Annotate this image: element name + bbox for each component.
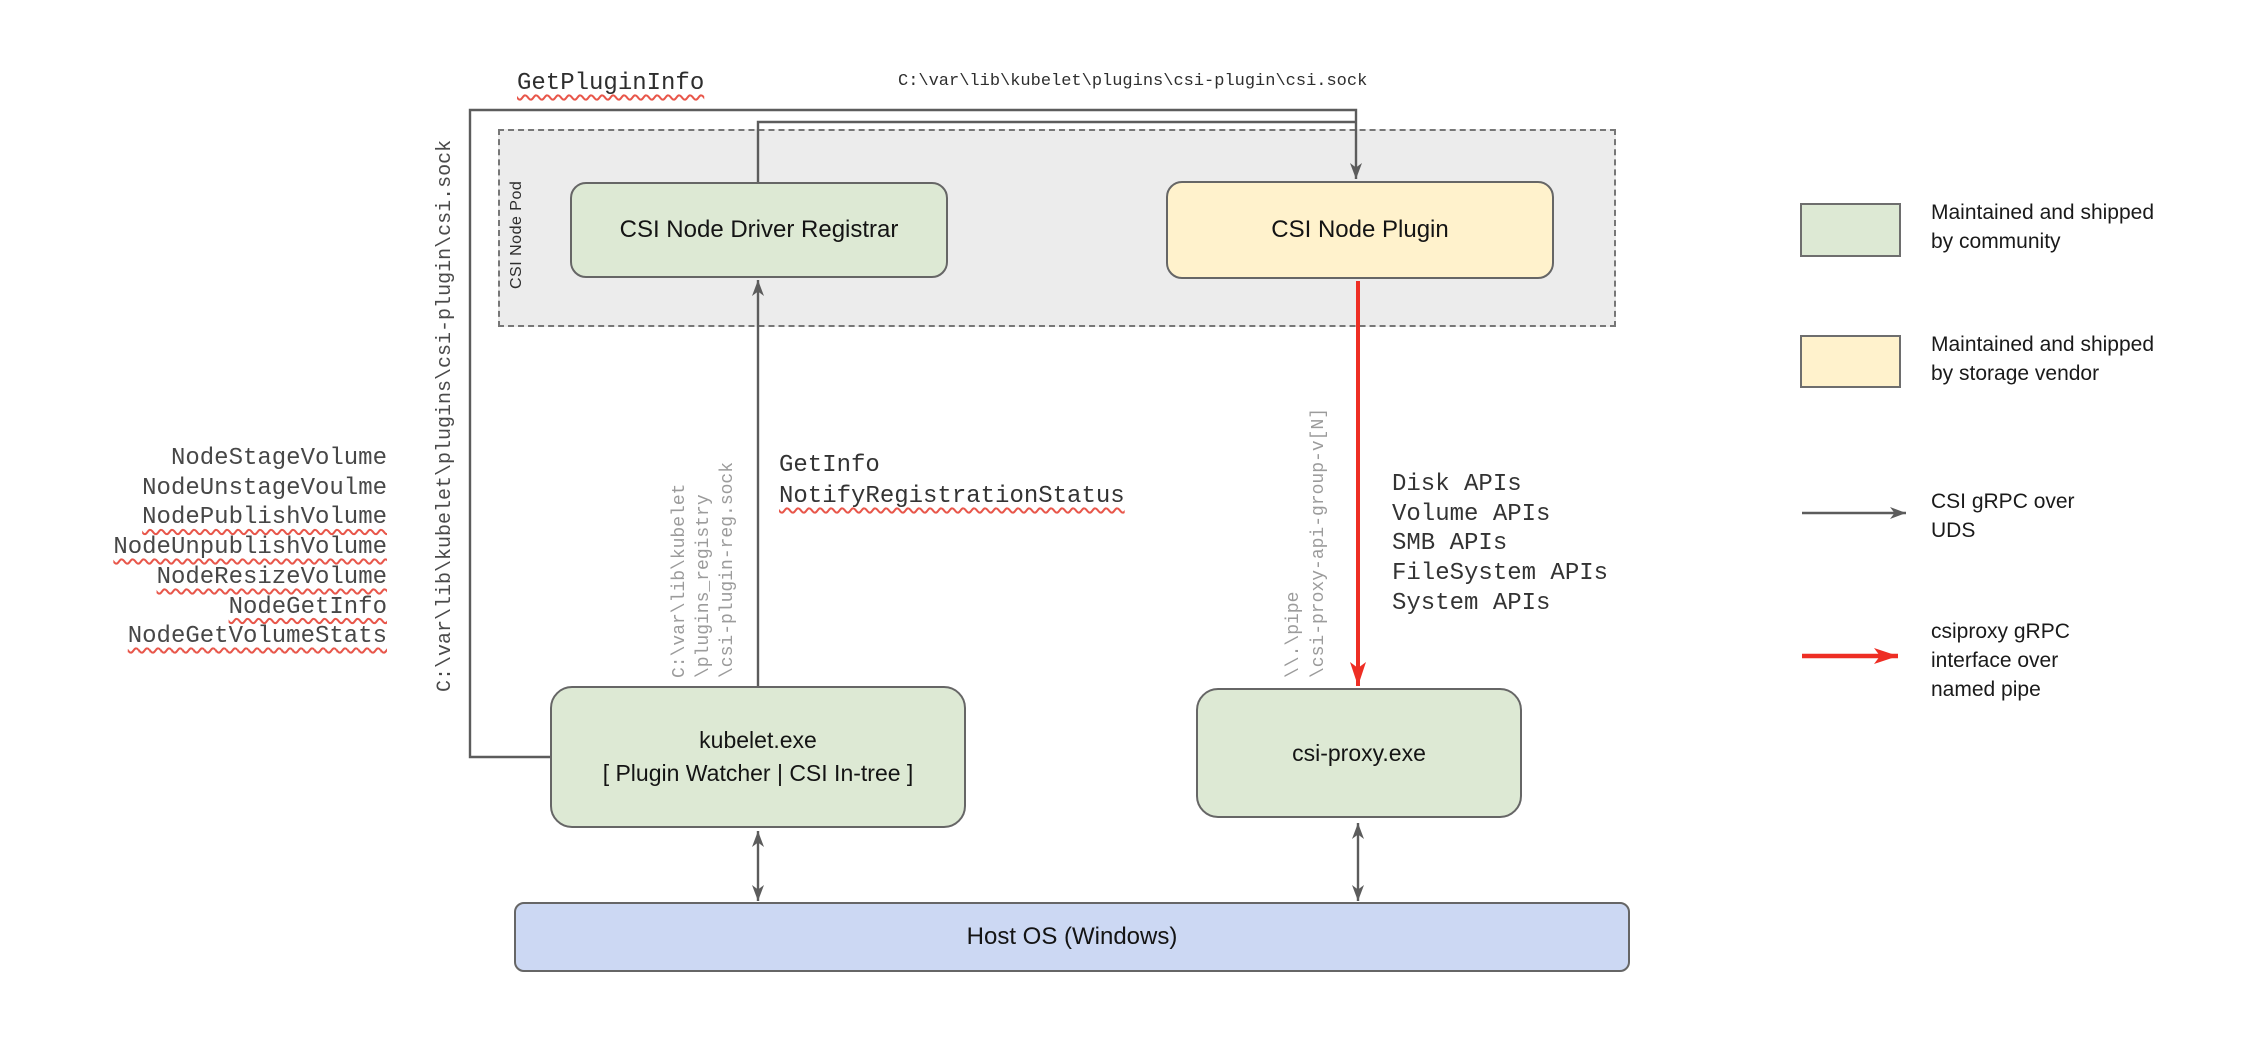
api-group-item: FileSystem APIs — [1392, 560, 1609, 588]
named-pipe-line: \csi-proxy-api-group-v[N] — [1309, 407, 1329, 678]
registry-sock-path-label: C:\var\lib\kubelet \plugins_registry \cs… — [668, 462, 740, 678]
node-rpc-item: NodePublishVolume — [142, 504, 387, 532]
kubelet-box: kubelet.exe [ Plugin Watcher | CSI In-tr… — [550, 686, 966, 828]
csi-proxy-api-list: Disk APIs Volume APIs SMB APIs FileSyste… — [1392, 470, 1608, 619]
get-info-label: GetInfo — [779, 452, 880, 479]
api-group-item: Disk APIs — [1392, 471, 1522, 498]
plugin-label: CSI Node Plugin — [1271, 216, 1449, 243]
csi-node-pod-label: CSI Node Pod — [508, 180, 525, 289]
registrar-label: CSI Node Driver Registrar — [619, 216, 899, 243]
registry-sock-line: \plugins_registry — [694, 494, 714, 678]
registration-rpc-labels: GetInfo NotifyRegistrationStatus — [779, 450, 1125, 512]
node-rpc-item: NodeGetInfo — [228, 593, 387, 621]
named-pipe-path-label: \\.\pipe \csi-proxy-api-group-v[N] — [1282, 408, 1332, 678]
node-rpc-item: NodeUnstageVoulme — [142, 474, 387, 502]
legend-vendor-swatch — [1800, 335, 1901, 388]
host-os-box: Host OS (Windows) — [514, 902, 1630, 972]
legend-community-swatch — [1800, 203, 1901, 257]
api-group-item: System APIs — [1392, 589, 1551, 617]
api-group-item: Volume APIs — [1392, 500, 1551, 528]
get-plugin-info-label: GetPluginInfo — [517, 70, 705, 97]
csi-sock-path-left-label: C:\var\lib\kubelet\plugins\csi-plugin\cs… — [434, 139, 457, 692]
legend-uds-label: CSI gRPC over UDS — [1931, 490, 2075, 542]
csi-node-driver-registrar-box: CSI Node Driver Registrar — [570, 182, 948, 278]
registry-sock-line: C:\var\lib\kubelet — [670, 483, 690, 678]
legend-pipe-label: csiproxy gRPC interface over named pipe — [1931, 620, 2070, 701]
csi-proxy-label: csi-proxy.exe — [1292, 739, 1426, 766]
node-rpc-item: NodeStageVolume — [170, 445, 387, 472]
node-rpc-item: NodeResizeVolume — [156, 563, 387, 591]
csi-proxy-box: csi-proxy.exe — [1196, 688, 1522, 818]
node-rpc-list: NodeStageVolume NodeUnstageVoulme NodePu… — [113, 444, 387, 652]
node-rpc-item: NodeGetVolumeStats — [127, 623, 387, 651]
registry-sock-line: \csi-plugin-reg.sock — [718, 461, 738, 678]
api-group-item: SMB APIs — [1392, 530, 1508, 558]
kubelet-label-line1: kubelet.exe — [699, 727, 817, 753]
csi-node-plugin-box: CSI Node Plugin — [1166, 181, 1554, 279]
csi-sock-path-top-label: C:\var\lib\kubelet\plugins\csi-plugin\cs… — [898, 72, 1368, 91]
named-pipe-line: \\.\pipe — [1284, 591, 1304, 678]
legend-vendor-label: Maintained and shipped by storage vendor — [1931, 333, 2155, 385]
host-os-label: Host OS (Windows) — [966, 923, 1178, 950]
legend-community-label: Maintained and shipped by community — [1931, 201, 2155, 253]
node-rpc-item: NodeUnpublishVolume — [113, 534, 387, 562]
kubelet-label-line2: [ Plugin Watcher | CSI In-tree ] — [602, 760, 914, 786]
notify-registration-status-label: NotifyRegistrationStatus — [779, 483, 1125, 510]
